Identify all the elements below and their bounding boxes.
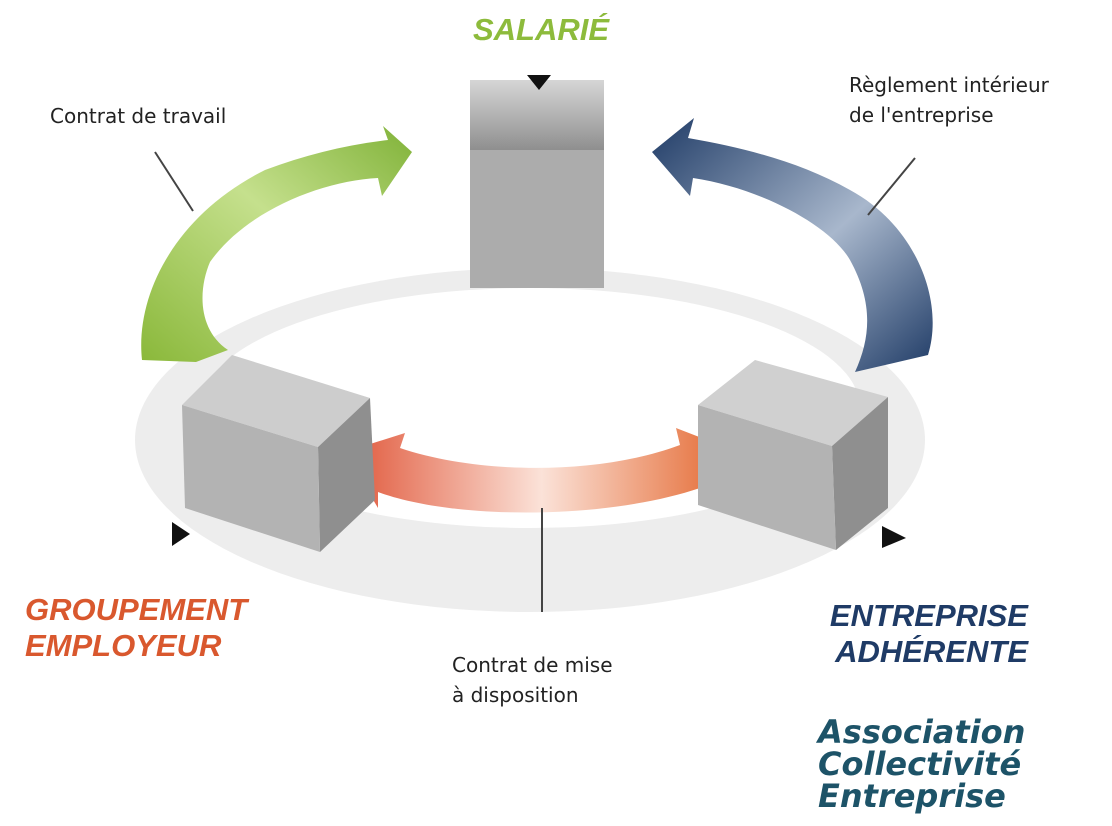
role-entreprise-adherente: ENTREPRISE ADHÉRENTE [802,598,1028,670]
role-entreprise-line2: ADHÉRENTE [835,634,1028,669]
leader-contrat-travail [154,151,194,212]
arrow-reglement-interieur [652,118,933,372]
role-groupement-employeur: GROUPEMENT EMPLOYEUR [25,592,247,664]
arrow-mise-disposition [345,428,738,513]
note-reglement-line1: Règlement intérieur [849,73,1049,97]
groupement-cube [172,355,375,552]
arrow-contrat-travail [141,126,413,362]
entity-type-item: Entreprise [818,777,1006,815]
role-salarie: SALARIÉ [472,12,610,47]
entity-type-item: Association [818,713,1026,751]
note-reglement-line2: de l'entreprise [849,103,994,127]
salarie-box [470,75,604,288]
note-mise-line1: Contrat de mise [452,653,613,677]
role-groupement-line1: GROUPEMENT [25,592,248,627]
leader-reglement [867,157,916,216]
role-entreprise-line1: ENTREPRISE [829,598,1028,633]
entity-types-list: Association Collectivité Entreprise [818,716,1025,812]
entity-type-item: Collectivité [818,745,1022,783]
note-contrat-travail: Contrat de travail [50,104,227,128]
note-mise-line2: à disposition [452,683,579,707]
entreprise-cube [698,360,906,550]
note-reglement-interieur: Règlement intérieur de l'entreprise [849,70,1049,130]
note-mise-disposition: Contrat de mise à disposition [452,650,613,710]
role-groupement-line2: EMPLOYEUR [25,628,222,663]
